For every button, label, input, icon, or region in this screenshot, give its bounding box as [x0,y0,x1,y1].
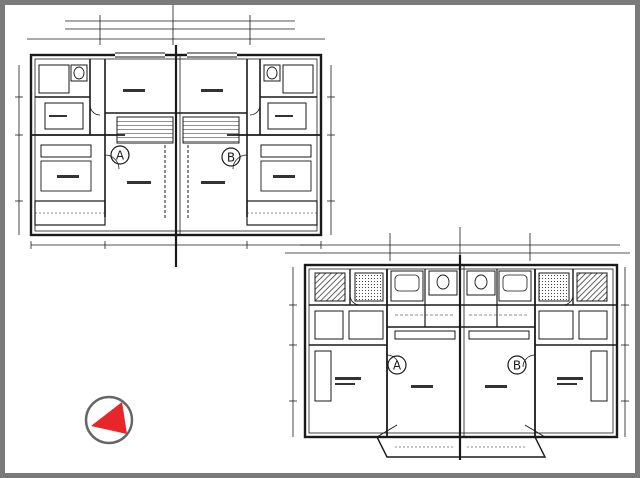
unit-a-marker-lower [387,355,407,375]
unit-a-label-upper: A [116,149,125,163]
unit-b-label-lower: B [513,359,521,373]
upper-floor-plan [15,5,335,267]
unit-b-label-upper: B [227,151,235,165]
drawing-sheet: A B [5,5,635,473]
floor-plan-drawing: A B [15,5,630,460]
north-arrow-icon [84,395,134,445]
unit-a-marker-upper [110,145,130,165]
compass-arrow [91,402,127,434]
unit-a-label-lower: A [393,359,402,373]
unit-b-marker-lower [507,355,527,375]
unit-b-marker-upper [221,147,241,167]
lower-floor-plan [285,227,630,460]
